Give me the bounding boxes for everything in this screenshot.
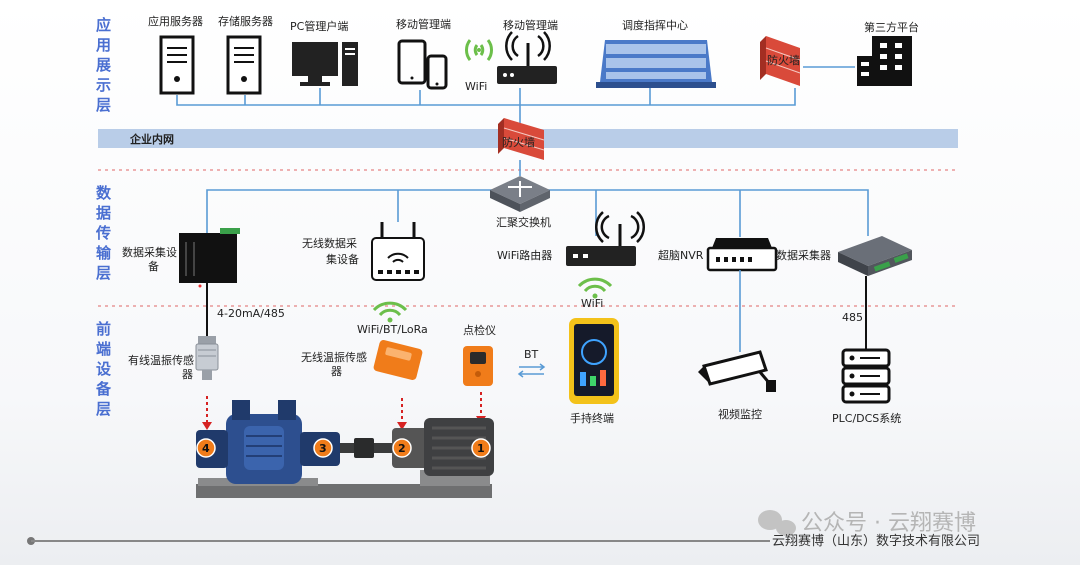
svg-text:层: 层 — [96, 264, 111, 282]
svg-text:数: 数 — [96, 184, 112, 202]
layer-title-transport: 数 据 传 输 层 — [95, 184, 112, 282]
app-server-label: 应用服务器 — [148, 14, 203, 28]
pump-motor-assembly — [196, 400, 494, 498]
wifi-router-label: WiFi路由器 — [497, 248, 552, 262]
bt-arrows-icon — [517, 363, 546, 378]
wired-sensor-label-2: 器 — [182, 368, 193, 381]
svg-text:2: 2 — [398, 442, 406, 455]
daq-left-label-1: 数据采集设 — [122, 245, 177, 259]
wireless-daq-label-1: 无线数据采 — [302, 236, 357, 250]
bt-label: BT — [524, 348, 539, 361]
handheld-label: 手持终端 — [570, 411, 614, 425]
firewall-top-icon — [760, 36, 801, 86]
svg-text:应: 应 — [96, 16, 111, 34]
svg-text:传: 传 — [95, 224, 111, 242]
measurement-point-3: 3 — [313, 438, 333, 458]
bus-485-label: 485 — [842, 311, 863, 324]
measurement-point-1: 1 — [471, 438, 491, 458]
svg-text:层: 层 — [96, 400, 111, 418]
svg-text:示: 示 — [96, 76, 111, 94]
mobile-client-label: 移动管理端 — [396, 17, 451, 31]
app-server-icon — [159, 35, 195, 95]
watermark-text: 公众号 · 云翔赛博 — [801, 511, 976, 536]
svg-text:1: 1 — [477, 442, 485, 455]
wifi-icon-protocol — [372, 301, 408, 323]
wifi-icon-router — [577, 277, 613, 299]
measurement-point-4: 4 — [196, 438, 216, 458]
daq-device-left-icon — [179, 228, 240, 288]
layer-title-edge: 前 端 设 备 层 — [95, 320, 112, 418]
svg-text:端: 端 — [96, 340, 111, 358]
tablet-phone-icon — [397, 39, 448, 90]
wifi-router-icon — [566, 211, 646, 266]
svg-text:输: 输 — [96, 244, 112, 262]
storage-server-icon — [226, 35, 262, 95]
svg-text:4: 4 — [202, 442, 210, 455]
company-name: 云翔赛博（山东）数字技术有限公司 — [772, 533, 980, 549]
wifi-icon-top — [465, 39, 493, 61]
spot-checker-label: 点检仪 — [463, 323, 496, 337]
intranet-label: 企业内网 — [129, 132, 174, 146]
third-party-label: 第三方平台 — [864, 20, 919, 34]
app-bus — [176, 86, 796, 129]
svg-text:3: 3 — [319, 442, 327, 455]
wireless-sensor-label-2: 器 — [331, 365, 342, 378]
svg-text:用: 用 — [96, 36, 111, 54]
wired-sensor-label-1: 有线温振传感 — [128, 353, 194, 367]
firewall-top-label: 防火墙 — [767, 53, 800, 67]
wifi-router-below-label: WiFi — [581, 297, 603, 310]
measurement-point-2: 2 — [392, 438, 412, 458]
camera-icon — [698, 350, 776, 392]
wechat-icon — [758, 510, 796, 536]
wireless-ap-icon — [497, 31, 557, 84]
wired-sensor-icon — [195, 336, 219, 380]
plc-label: PLC/DCS系统 — [832, 412, 901, 425]
third-party-building-icon — [857, 36, 912, 86]
switch-label: 汇聚交换机 — [496, 215, 551, 229]
firewall-mid-label: 防火墙 — [502, 135, 535, 149]
wifi-top-label: WiFi — [465, 80, 487, 93]
switch-icon — [490, 176, 550, 212]
svg-text:前: 前 — [96, 320, 111, 338]
bus-4-20-label: 4-20mA/485 — [217, 307, 285, 320]
daq-right-label: 数据采集器 — [776, 248, 831, 262]
svg-text:层: 层 — [96, 96, 111, 114]
plc-dcs-icon — [841, 348, 891, 404]
daq-device-right-icon — [838, 236, 912, 276]
svg-text:据: 据 — [96, 204, 111, 222]
pc-client-label: PC管理户端 — [290, 19, 348, 33]
mobile-ap-label: 移动管理端 — [503, 18, 558, 32]
storage-server-label: 存储服务器 — [218, 14, 273, 28]
svg-text:展: 展 — [96, 56, 111, 74]
wireless-daq-label-2: 集设备 — [326, 252, 359, 266]
wireless-sensor-label-1: 无线温振传感 — [301, 350, 367, 364]
dispatch-center-icon — [596, 40, 716, 88]
svg-text:设: 设 — [96, 360, 111, 378]
nvr-label: 超脑NVR — [658, 248, 704, 262]
handheld-terminal-icon — [569, 318, 619, 404]
measurement-arrows — [206, 392, 482, 424]
wireless-daq-icon — [371, 222, 425, 281]
wireless-sensor-icon — [373, 340, 423, 380]
svg-text:备: 备 — [95, 380, 112, 398]
wireless-proto-label: WiFi/BT/LoRa — [357, 323, 428, 336]
spot-checker-icon — [463, 346, 493, 386]
layer-title-app: 应 用 展 示 层 — [96, 16, 111, 114]
nvr-icon — [706, 238, 778, 272]
video-label: 视频监控 — [718, 407, 762, 421]
daq-left-label-2: 备 — [148, 259, 159, 273]
dispatch-center-label: 调度指挥中心 — [622, 18, 688, 32]
pc-icon — [292, 42, 358, 86]
firewall-mid-icon — [498, 118, 545, 160]
